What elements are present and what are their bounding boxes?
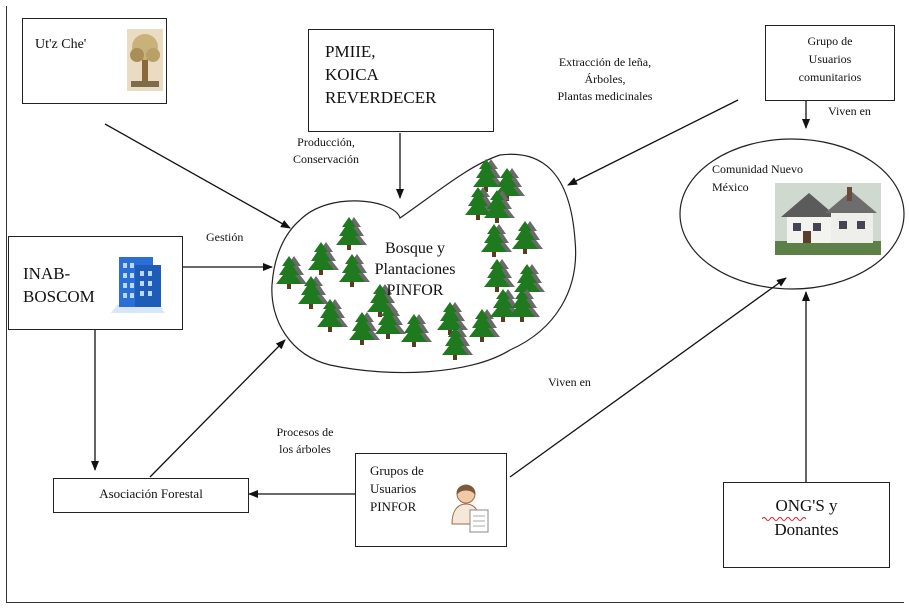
- pine-tree-icon: [469, 309, 500, 342]
- grupos-line-2: Usuarios: [370, 481, 417, 496]
- comunidad-line-1: Comunidad Nuevo: [712, 162, 803, 176]
- pine-tree-icon: [298, 276, 329, 309]
- spellcheck-underline: [762, 517, 807, 521]
- diagram-frame: [6, 6, 904, 603]
- grupo-line-3: comunitarios: [798, 70, 862, 84]
- inab-boscom-box: INAB- BOSCOM: [8, 236, 183, 330]
- grupos-line-1: Grupos de: [370, 463, 424, 478]
- label-viven-en-mid: Viven en: [548, 375, 591, 389]
- pine-tree-icon: [473, 159, 504, 192]
- pine-tree-icon: [339, 254, 370, 287]
- bosque-line-1: Bosque y: [385, 240, 445, 257]
- label-produccion-2: Conservación: [293, 152, 359, 166]
- pine-tree-icon: [442, 327, 473, 360]
- pine-tree-icon: [276, 256, 307, 289]
- grupo-line-1: Grupo de: [807, 34, 853, 48]
- pine-tree-icon: [349, 312, 380, 345]
- grupo-usuarios-comunitarios-box: Grupo de Usuarios comunitarios: [765, 25, 895, 101]
- label-gestion: Gestión: [206, 230, 244, 244]
- inab-line-2: BOSCOM: [23, 287, 95, 306]
- bosque-line-3: PINFOR: [386, 282, 444, 299]
- house-icon: [775, 183, 881, 255]
- label-procesos-2: los árboles: [279, 442, 331, 456]
- pine-tree-icon: [512, 221, 543, 254]
- pine-tree-icon: [317, 299, 348, 332]
- label-produccion-1: Producción,: [297, 135, 355, 149]
- pine-tree-icon: [401, 314, 432, 347]
- building-icon: [105, 247, 171, 319]
- asociacion-forestal-box: Asociación Forestal: [53, 478, 249, 513]
- pmiie-box: PMIIE, KOICA REVERDECER: [308, 29, 494, 132]
- bosque-line-2: Plantaciones: [374, 261, 456, 278]
- ongs-donantes-box: ONG'S y Donantes: [723, 482, 890, 568]
- comunidad-line-2: México: [712, 180, 749, 194]
- pine-tree-icon: [437, 302, 468, 335]
- arrow-utzche-to-bosque: [104, 123, 291, 229]
- label-extraccion-2: Árboles,: [584, 72, 626, 86]
- pmiie-line-3: REVERDECER: [325, 88, 437, 107]
- utzche-box: Ut'z Che': [22, 18, 167, 104]
- label-procesos-1: Procesos de: [276, 425, 334, 439]
- pine-tree-icon: [367, 284, 398, 317]
- pine-tree-icon: [336, 217, 367, 250]
- pine-tree-icon: [375, 306, 406, 339]
- arrow-grupo-to-bosque: [567, 99, 739, 186]
- grupo-line-2: Usuarios: [808, 52, 852, 66]
- ongs-line-2: Donantes: [774, 520, 839, 539]
- utzche-label: Ut'z Che': [35, 37, 87, 52]
- pine-tree-icon: [484, 190, 515, 223]
- label-extraccion-3: Plantas medicinales: [557, 89, 653, 103]
- inab-line-1: INAB-: [23, 264, 71, 283]
- pine-tree-icon: [484, 259, 515, 292]
- asociacion-label: Asociación Forestal: [99, 486, 203, 501]
- arrow-grupos-to-comunidad: [509, 277, 787, 478]
- arrows: [91, 99, 810, 498]
- grupos-line-3: PINFOR: [370, 499, 417, 514]
- pine-tree-icon: [276, 159, 545, 360]
- tree-logo-icon: [127, 29, 163, 91]
- person-icon: [451, 484, 489, 533]
- pmiie-line-1: PMIIE,: [325, 42, 376, 61]
- pmiie-line-2: KOICA: [325, 65, 379, 84]
- ongs-line-1: ONG'S y: [775, 496, 838, 515]
- pine-tree-icon: [308, 242, 339, 275]
- grupos-usuarios-pinfor-box: Grupos de Usuarios PINFOR: [355, 453, 507, 547]
- arrow-asociacion-to-bosque: [149, 339, 286, 478]
- pine-tree-icon: [481, 224, 512, 257]
- label-viven-en-top: Viven en: [828, 104, 871, 118]
- pine-tree-icon: [509, 289, 540, 322]
- label-extraccion-1: Extracción de leña,: [558, 55, 652, 69]
